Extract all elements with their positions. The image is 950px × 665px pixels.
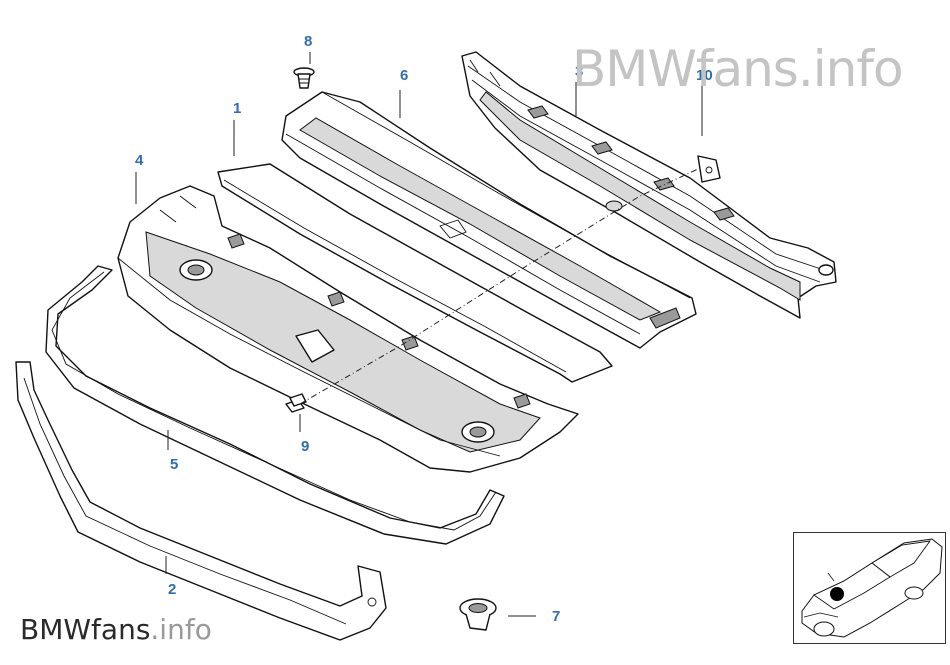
assembly-line <box>299 167 701 405</box>
part-4-water-tray <box>117 185 579 473</box>
callout-2: 2 <box>168 581 176 598</box>
watermark-bottom: BMWfans.info <box>20 613 212 646</box>
callout-6: 6 <box>400 67 408 84</box>
watermark-top: BMWfans.info <box>572 40 904 98</box>
callout-4: 4 <box>135 152 144 169</box>
part-5-gasket <box>45 265 505 545</box>
callout-labels: 8 6 3 10 1 4 9 5 2 7 <box>135 33 713 625</box>
watermark-brand: BMWfans <box>20 613 151 646</box>
part-8-screw <box>293 67 315 89</box>
car-location-thumbnail <box>793 532 946 644</box>
part-10-clip <box>697 155 721 183</box>
callout-10: 10 <box>696 67 713 84</box>
part-7-grommet <box>459 598 497 631</box>
car-location-icon <box>801 538 943 638</box>
callout-7: 7 <box>552 608 560 625</box>
leader-lines <box>135 52 703 617</box>
callout-5: 5 <box>170 456 178 473</box>
callout-3: 3 <box>575 63 583 80</box>
callout-8: 8 <box>304 33 312 50</box>
callout-9: 9 <box>301 438 309 455</box>
callout-1: 1 <box>233 100 241 117</box>
part-1-seal-strip <box>217 163 613 383</box>
watermark-suffix: .info <box>150 613 212 646</box>
part-6-cowl-panel <box>281 91 697 349</box>
part-2-lower-strip <box>15 361 387 641</box>
location-marker <box>830 587 844 601</box>
